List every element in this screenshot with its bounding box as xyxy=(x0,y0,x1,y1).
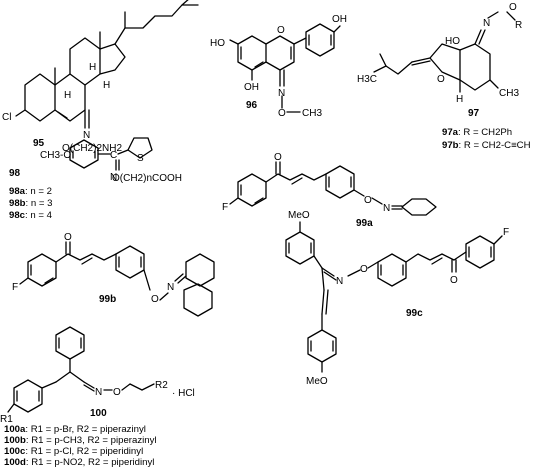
nitrogen-atom: N xyxy=(483,18,490,29)
carbonyl-oxygen: O xyxy=(274,152,282,163)
ring-oxygen-atom: O xyxy=(277,25,285,36)
methyl-group: H3C xyxy=(357,74,377,85)
ring-oxygen-atom: O xyxy=(437,74,445,85)
legend-97b: 97b: R = CH2-C≡CH xyxy=(442,140,531,151)
carbonyl-oxygen: O xyxy=(450,275,458,286)
compound-number-96: 96 xyxy=(246,100,258,111)
fluorine-atom: F xyxy=(503,227,509,238)
nitrogen-atom: N xyxy=(336,276,343,287)
nitrogen-atom: N xyxy=(110,172,117,183)
nitrogen-atom: N xyxy=(95,387,102,398)
compound-99b: F O O N 99b xyxy=(12,232,215,317)
r2-substituent: R2 xyxy=(155,380,168,391)
compound-number-98: 98 xyxy=(9,168,21,179)
compound-number-95: 95 xyxy=(33,138,45,149)
legend-100a: 100a: R1 = p-Br, R2 = piperazinyl xyxy=(4,424,146,435)
compound-99a: F O O N 99a xyxy=(222,152,437,229)
hydrogen-atom: H xyxy=(456,94,463,105)
hydrogen-atom: H xyxy=(64,90,71,101)
oxime-acid-chain: O(CH2)nCOOH xyxy=(112,173,182,184)
compound-95: Cl H H H N O(CH2)2NH2 95 xyxy=(2,0,199,154)
legend-97a: 97a: R = CH2Ph xyxy=(442,127,512,138)
legend-100b: 100b: R1 = p-CH3, R2 = piperazinyl xyxy=(4,435,157,446)
compound-number-99c: 99c xyxy=(406,308,423,319)
oxygen-atom: O xyxy=(364,195,372,206)
nitrogen-atom: N xyxy=(278,88,285,99)
methoxy-group: CH3-O xyxy=(40,150,71,161)
compound-97: O R N HO H3C H O CH3 97 97a: R = CH2Ph 9… xyxy=(357,2,531,151)
hydrogen-atom: H xyxy=(89,62,96,73)
oxygen-atom: O xyxy=(509,2,517,13)
hydroxyl-group: HO xyxy=(210,38,225,49)
oxygen-atom: O xyxy=(360,264,368,275)
fluorine-atom: F xyxy=(222,202,228,213)
methyl-group: CH3 xyxy=(499,88,519,99)
carbon-atom: C xyxy=(110,150,117,161)
oxime-ether-substituent: O(CH2)2NH2 xyxy=(62,143,122,154)
nitrogen-atom: N xyxy=(167,282,174,293)
methyl-group: CH3 xyxy=(302,108,322,119)
fluorine-atom: F xyxy=(12,282,18,293)
legend-98c: 98c: n = 4 xyxy=(9,210,53,221)
legend-100d: 100d: R1 = p-NO2, R2 = piperidinyl xyxy=(4,457,154,468)
hydrogen-atom: H xyxy=(103,80,110,91)
methoxy-group: MeO xyxy=(288,210,310,221)
sulfur-atom: S xyxy=(137,153,144,164)
compound-number-97: 97 xyxy=(468,108,480,119)
hydroxyl-group: OH xyxy=(244,82,259,93)
chlorine-atom: Cl xyxy=(2,112,11,123)
compound-98: CH3-O C S N O(CH2)nCOOH 98 98a: n = 2 98… xyxy=(9,137,182,221)
r1-substituent: R1 xyxy=(0,414,13,425)
oxygen-atom: O xyxy=(278,108,286,119)
hydroxyl-group: OH xyxy=(332,14,347,25)
legend-98a: 98a: n = 2 xyxy=(9,186,52,197)
legend-100c: 100c: R1 = p-Cl, R2 = piperidinyl xyxy=(4,446,143,457)
hydrochloride-salt: · HCl xyxy=(172,388,195,399)
compound-96: OH HO O OH N O CH3 96 xyxy=(210,14,347,119)
hydroxyl-group: HO xyxy=(445,36,460,47)
nitrogen-atom: N xyxy=(383,203,390,214)
oxygen-atom: O xyxy=(113,387,121,398)
oxygen-atom: O xyxy=(151,294,159,305)
compound-number-99b: 99b xyxy=(99,294,116,305)
compound-number-100: 100 xyxy=(90,408,107,419)
legend-98b: 98b: n = 3 xyxy=(9,198,53,209)
compound-number-99a: 99a xyxy=(356,218,373,229)
carbonyl-oxygen: O xyxy=(64,232,72,243)
compound-99c: MeO MeO N O O F 99c xyxy=(285,210,509,387)
methoxy-group: MeO xyxy=(306,376,328,387)
r-group: R xyxy=(515,20,522,31)
compound-100: R1 N O R2 · HCl 100 100a: R1 = p-Br, R2 … xyxy=(0,326,195,468)
nitrogen-atom: N xyxy=(83,130,90,141)
